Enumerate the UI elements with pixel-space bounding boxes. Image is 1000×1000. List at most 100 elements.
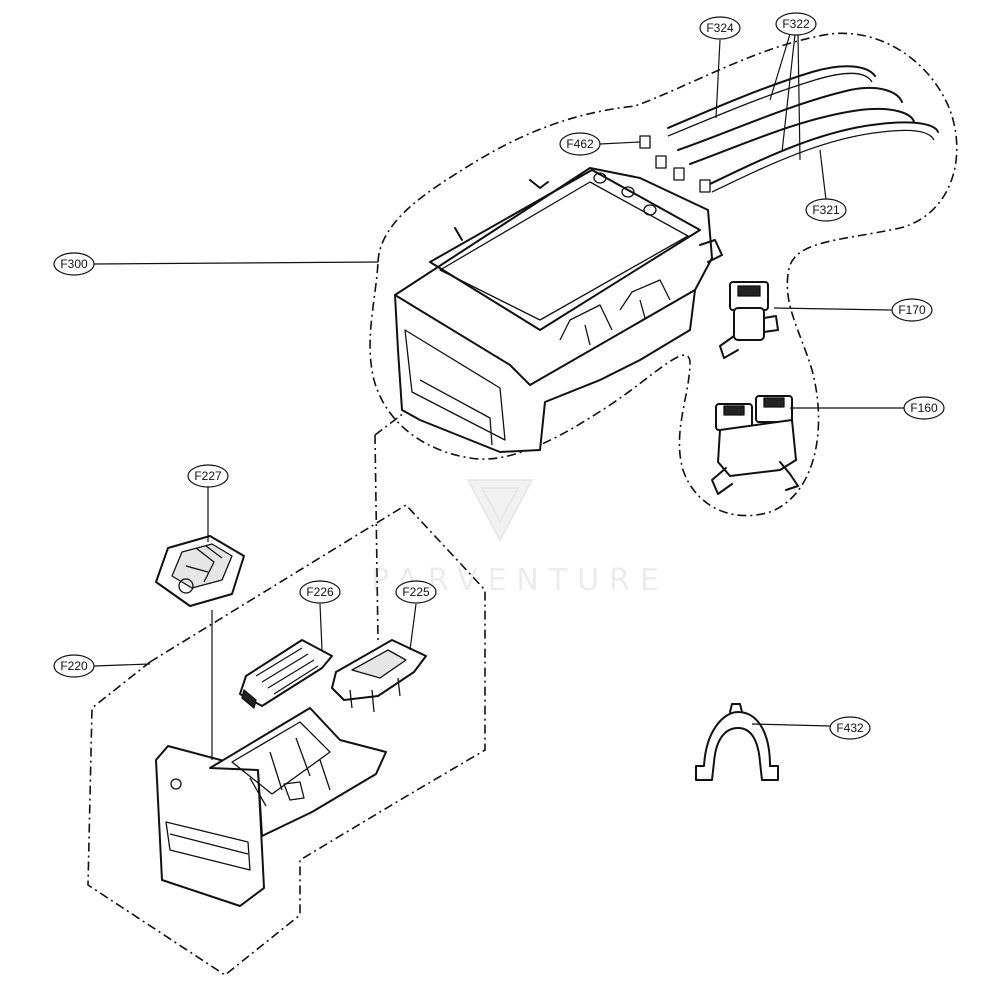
callout-oval [53,654,95,678]
callout-label: F227 [194,469,222,483]
valve-f170-body [733,307,765,341]
detergent-cap-legs [349,677,401,713]
dispenser-housing [394,167,723,453]
valve-f170-terminal [737,285,761,297]
leader-f432 [751,723,831,727]
housing-inlet-3 [643,204,657,216]
valve-f160-body [717,419,797,477]
callout-oval [829,716,871,740]
leader-lines [93,33,904,760]
hose-clamp-1 [639,135,651,149]
callout-oval [805,198,847,222]
drawer-handle-groove [169,833,249,855]
hose-f322-a [677,86,903,151]
softener-cap-body [239,639,333,707]
hose-clip-body [695,711,779,781]
leader-f220 [93,663,151,667]
hose-f321 [709,121,939,185]
callout-oval [891,298,933,322]
callout-label: F462 [566,137,594,151]
callout-label: F321 [812,203,840,217]
hose-f321-inner [711,129,935,193]
leader-f226 [319,603,323,651]
callout-oval [395,580,437,604]
siphon-cap-port [178,578,194,594]
callout-label: F322 [782,17,810,31]
callout-f300[interactable]: F300 [53,252,95,276]
drawer-front-panel [155,745,265,907]
callout-f226[interactable]: F226 [299,580,341,604]
callout-f170[interactable]: F170 [891,298,933,322]
watermark: PARVENTURE [371,479,659,598]
drawer-compartments [231,721,331,807]
callout-f225[interactable]: F225 [395,580,437,604]
housing-front-rim [394,289,696,386]
valve-f160-terminal-left [723,405,745,416]
callouts: F324 F322 F462 F321 F300 F170 F160 F227 [53,12,945,740]
upper-assembly-boundary [369,32,958,517]
housing-inlet-1 [593,172,607,184]
hose-f324 [667,65,876,129]
housing-mount-tab-1 [529,179,549,189]
housing-mount-tab-2 [454,227,463,241]
drawer-handle [165,821,251,871]
watermark-logo-icon [466,479,534,543]
callout-label: F324 [706,21,734,35]
valve-f170-inlet [763,315,779,333]
callout-f227[interactable]: F227 [187,464,229,488]
callout-f324[interactable]: F324 [699,16,741,40]
callout-f220[interactable]: F220 [53,654,95,678]
hose-clip-tab [729,703,743,713]
hose-clamp-2 [655,155,667,169]
drawer-assembly-boundary [87,503,486,976]
softener-cap-tab [241,689,257,709]
siphon-cap [155,535,245,607]
callout-oval [775,12,817,36]
drawer-siphon-tube [283,781,305,801]
callout-oval [53,252,95,276]
valve-f170-outlet [719,335,739,359]
drawer-tray [209,707,387,837]
housing-side-port [699,239,723,263]
housing-inlet-2 [621,186,635,198]
callout-f322[interactable]: F322 [775,12,817,36]
leader-f225 [409,603,417,651]
callout-f160[interactable]: F160 [903,396,945,420]
callout-oval [299,580,341,604]
leader-f300 [93,261,379,265]
hose-group [667,65,939,193]
callout-oval [559,132,601,156]
callout-oval [903,396,945,420]
siphon-cap-grid [185,545,223,583]
drawer-logo-icon [170,778,182,790]
hose-f322-b [689,108,915,165]
callout-label: F300 [60,257,88,271]
leader-f321 [819,149,827,201]
valve-f160-outlet-right [779,461,799,491]
valve-f160-outlet-left [711,467,733,495]
hose-f324-inner [667,72,873,137]
detergent-cap-inner [351,649,407,679]
leader-f322 [769,33,801,161]
hose-clamp-3 [673,167,685,181]
callout-f432[interactable]: F432 [829,716,871,740]
hose-clamp-4 [699,179,711,193]
housing-lid [429,169,701,331]
valve-f160-terminal-right [763,397,785,408]
hose-clip [695,703,779,781]
alignment-line-housing [374,354,481,641]
callout-f462[interactable]: F462 [559,132,601,156]
housing-lid-inner [439,181,689,321]
leader-f462 [599,141,641,145]
callout-label: F220 [60,659,88,673]
callout-label: F226 [306,585,334,599]
callout-oval [187,464,229,488]
water-valve-double [711,395,799,495]
housing-ribs [559,279,671,346]
water-valve-single [719,281,779,359]
leader-f170 [773,307,893,311]
dispenser-drawer [155,707,387,907]
softener-cap-slots [255,647,319,695]
callout-f321[interactable]: F321 [805,198,847,222]
